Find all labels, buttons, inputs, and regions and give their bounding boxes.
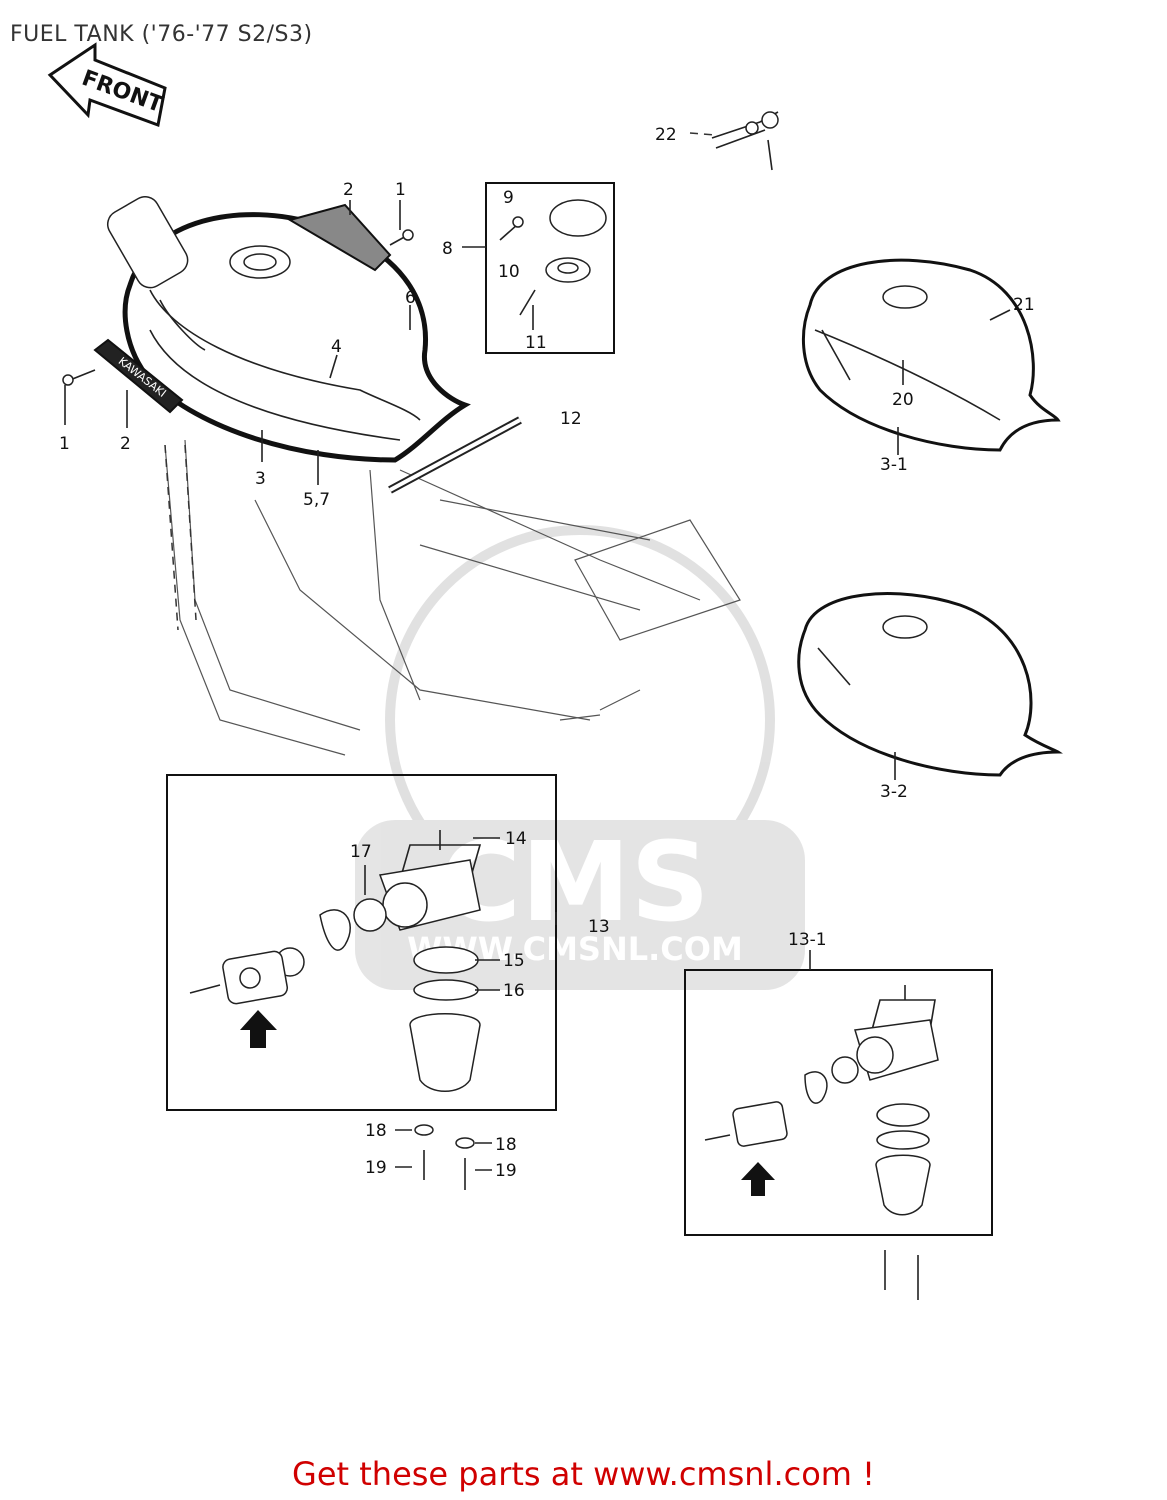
callout-12: 12: [560, 409, 582, 429]
callout-9: 9: [503, 188, 514, 208]
callout-1: 1: [395, 180, 406, 200]
callout-10: 10: [498, 262, 520, 282]
callout-19: 19: [365, 1158, 387, 1178]
mounting-bolt-icon: [414, 1124, 475, 1190]
footer-cta-link[interactable]: Get these parts at www.cmsnl.com !: [292, 1455, 875, 1493]
callout-15: 15: [503, 951, 525, 971]
callout-13: 13: [588, 917, 610, 937]
callout-14: 14: [505, 829, 527, 849]
fuel-tank-main: [122, 212, 471, 463]
tank-emblem-upper: [287, 203, 392, 272]
callout-1: 1: [59, 434, 70, 454]
motorcycle-frame: [164, 439, 741, 756]
callout-2: 2: [120, 434, 131, 454]
callout-16: 16: [503, 981, 525, 1001]
callout-2: 2: [343, 180, 354, 200]
diagram-title: FUEL TANK ('76-'77 S2/S3): [10, 22, 313, 47]
watermark-brand: CMS: [440, 818, 709, 946]
callout-3-2: 3-2: [880, 782, 908, 802]
callout-13-1: 13-1: [788, 930, 827, 950]
callout-6: 6: [405, 288, 416, 308]
filler-cap-box: [485, 182, 615, 354]
fuel-tank-variant-3-1: [801, 258, 1061, 452]
callout-22: 22: [655, 125, 677, 145]
screw-icon: [62, 229, 414, 386]
fuel-tank-variant-3-2: [797, 592, 1063, 777]
callout-19: 19: [495, 1161, 517, 1181]
callout-21: 21: [1013, 295, 1035, 315]
ignition-key-icon: [711, 111, 779, 171]
callout-18: 18: [495, 1135, 517, 1155]
front-arrow-icon: FRONT: [47, 42, 167, 128]
callout-17: 17: [350, 842, 372, 862]
mounting-rod: [388, 416, 522, 494]
callout-11: 11: [525, 333, 547, 353]
callout-5-7: 5,7: [303, 490, 330, 510]
fuel-tap-box: [166, 774, 557, 1111]
callout-20: 20: [892, 390, 914, 410]
callout-4: 4: [331, 337, 342, 357]
leader-lines: [64, 200, 1011, 1171]
callout-18: 18: [365, 1121, 387, 1141]
callout-3: 3: [255, 469, 266, 489]
callout-3-1: 3-1: [880, 455, 908, 475]
fuel-tap-variant-box: [684, 969, 993, 1300]
callout-labels: 1 2 6 4 1 2 3 5,7 8 9 10 11 12 22 21 20 …: [59, 125, 1035, 1181]
callout-8: 8: [442, 239, 453, 259]
frame-neck: [106, 196, 189, 289]
